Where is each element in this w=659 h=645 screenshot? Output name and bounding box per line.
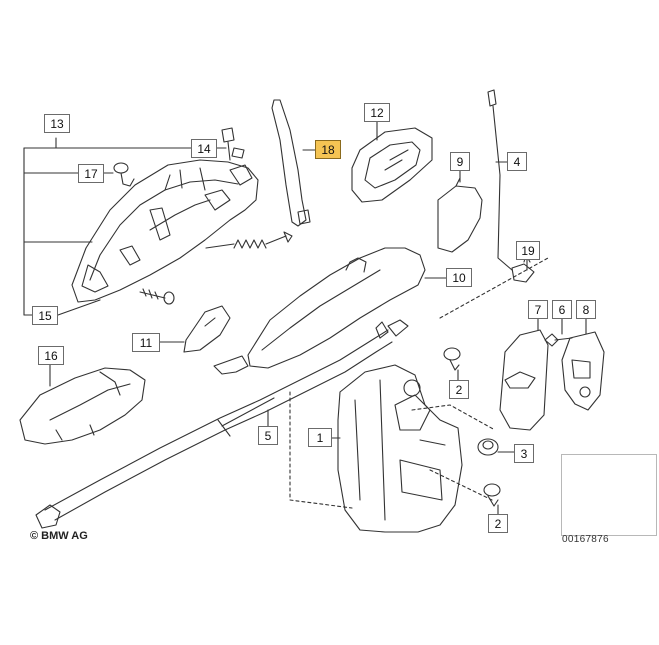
callout-15[interactable]: 15 [32, 306, 58, 325]
copyright-label: © BMW AG [30, 530, 88, 542]
grommet-part-3 [477, 438, 515, 456]
screw-part-2-upper [443, 347, 461, 381]
callout-14[interactable]: 14 [191, 139, 217, 158]
gasket-part-11 [159, 305, 231, 353]
image-number: 00167876 [562, 534, 609, 545]
callout-19[interactable]: 19 [516, 241, 540, 260]
handle-carrier-part-13 [71, 159, 293, 303]
callout-2[interactable]: 2 [488, 514, 508, 533]
screw-part-2-lower [483, 483, 501, 515]
striker-part-8 [561, 309, 605, 411]
leader-13 [23, 137, 196, 316]
callout-10[interactable]: 10 [446, 268, 472, 287]
callout-5[interactable]: 5 [258, 426, 278, 445]
callout-11[interactable]: 11 [132, 333, 160, 352]
callout-3[interactable]: 3 [514, 444, 534, 463]
vehicle-thumbnail [561, 454, 657, 536]
dashed-leaders [289, 257, 549, 509]
strap-part-18 [271, 99, 317, 227]
rod-part-4 [487, 89, 513, 271]
outer-handle-part-10 [213, 247, 447, 375]
callout-18-highlighted[interactable]: 18 [315, 140, 341, 159]
lock-trim-part-12 [351, 121, 433, 203]
callout-13[interactable]: 13 [44, 114, 70, 133]
callout-9[interactable]: 9 [450, 152, 470, 171]
cable-part-5 [35, 319, 409, 529]
callout-16[interactable]: 16 [38, 346, 64, 365]
callout-1[interactable]: 1 [308, 428, 332, 447]
callout-2[interactable]: 2 [449, 380, 469, 399]
screw-part-15 [139, 288, 175, 305]
callout-17[interactable]: 17 [78, 164, 104, 183]
striker-plate-part-7 [499, 309, 549, 431]
lock-unit-part-1 [319, 364, 463, 533]
callout-4[interactable]: 4 [507, 152, 527, 171]
screw-part-14 [216, 127, 245, 161]
callout-6[interactable]: 6 [552, 300, 572, 319]
callout-8[interactable]: 8 [576, 300, 596, 319]
cap-part-9 [437, 169, 483, 253]
callout-12[interactable]: 12 [364, 103, 390, 122]
screw-part-17 [113, 162, 135, 187]
inner-handle-part-16 [19, 363, 146, 445]
callout-7[interactable]: 7 [528, 300, 548, 319]
